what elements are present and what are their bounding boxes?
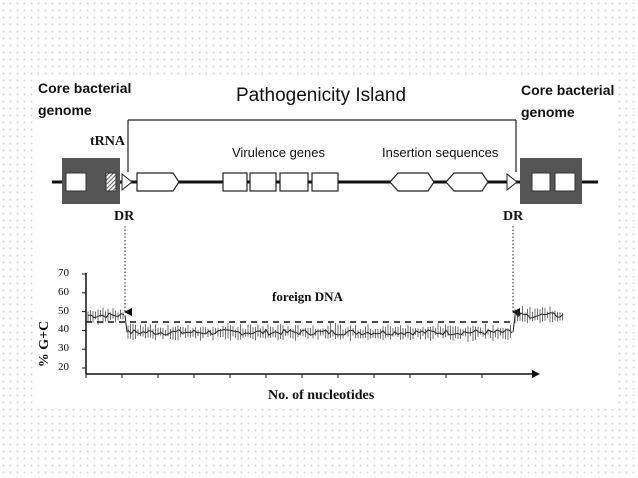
- island-title: Pathogenicity Island: [236, 85, 407, 106]
- virulence-gene-boxes: [222, 172, 339, 192]
- island-bracket: [127, 119, 517, 172]
- diagram-panel: Core bacterial genome Core bacterial gen…: [36, 76, 616, 409]
- chart-axes: [85, 273, 540, 378]
- y-tick-label: 70: [58, 267, 69, 279]
- left-core-genome-block: [62, 158, 120, 204]
- trna-label: tRNA: [90, 134, 125, 149]
- right-genome-label-line1: Core bacterial: [521, 82, 615, 98]
- y-tick-label: 50: [58, 304, 69, 317]
- left-genome-label-line2: genome: [38, 102, 92, 118]
- y-tick-label: 20: [58, 361, 69, 373]
- is-c-element: [389, 172, 435, 192]
- dr-right-label: DR: [503, 209, 524, 224]
- gc-transition: [124, 315, 128, 333]
- diagram-graphics: [52, 119, 598, 378]
- x-axis-label: No. of nucleotides: [268, 388, 375, 403]
- left-genome-label-line1: Core bacterial: [38, 80, 132, 96]
- right-genome-label-line2: genome: [521, 104, 575, 120]
- gc-transition: [512, 315, 516, 333]
- virulence-genes-label: Virulence genes: [232, 145, 325, 160]
- y-tick-label: 60: [58, 285, 69, 298]
- int-gene-arrow: [136, 172, 180, 192]
- dr-right-triangle: [506, 172, 518, 192]
- gc-content-trace: [87, 306, 564, 343]
- y-tick-label: 30: [58, 342, 69, 355]
- right-core-genome-block: [520, 158, 582, 204]
- is-d-element: [445, 172, 489, 192]
- dr-left-label: DR: [114, 209, 135, 224]
- foreign-dna-label: foreign DNA: [272, 289, 343, 304]
- y-tick-label: 40: [58, 323, 69, 336]
- insertion-sequences-label: Insertion sequences: [382, 145, 499, 160]
- dr-left-triangle: [121, 172, 133, 192]
- gc-segment-core-left: [87, 312, 125, 319]
